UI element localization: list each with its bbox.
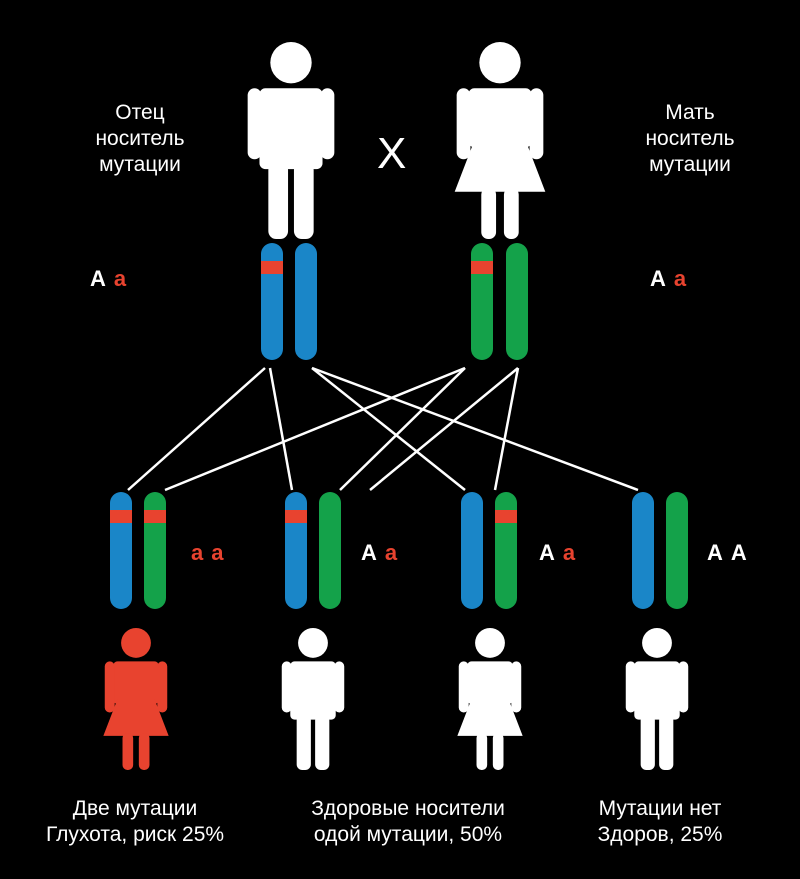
father-chromosome-mutant — [261, 243, 283, 360]
chromosome-arm — [144, 492, 166, 609]
mother-chromosome-normal — [506, 243, 528, 360]
child-1-chromosome-2 — [144, 492, 166, 609]
child-3-allele-2: a — [562, 540, 576, 565]
father-chromosome-normal — [295, 243, 317, 360]
chromosome-arm — [632, 492, 654, 609]
mutation-band — [495, 510, 517, 523]
chromosome-arm — [285, 492, 307, 609]
child-2-chromosome-1 — [285, 492, 307, 609]
inheritance-line — [311, 367, 466, 491]
inheritance-line — [369, 367, 519, 491]
child-2-chromosome-2 — [319, 492, 341, 609]
chromosome-arm — [461, 492, 483, 609]
carrier-outcome-label: Здоровые носители одой мутации, 50% — [311, 797, 505, 846]
chromosome-arm — [295, 243, 317, 360]
female-figure-icon — [454, 42, 546, 239]
mother-allele-2: a — [673, 266, 687, 291]
father-label: Отец носитель мутации — [95, 101, 185, 176]
affected-outcome-label: Две мутации Глухота, риск 25% — [45, 797, 225, 846]
male-figure-icon — [625, 628, 689, 770]
chromosome-arm — [495, 492, 517, 609]
child-1-allele-2: a — [211, 540, 224, 565]
chromosomes — [110, 243, 688, 609]
mutation-band — [261, 261, 283, 274]
male-figure-icon — [281, 628, 345, 770]
child-3-chromosome-1 — [461, 492, 483, 609]
cross-symbol: X — [377, 129, 407, 178]
chromosome-arm — [471, 243, 493, 360]
chromosome-arm — [319, 492, 341, 609]
inheritance-line — [339, 367, 466, 491]
mother-label: Мать носитель мутации — [645, 101, 735, 176]
inheritance-line — [493, 367, 520, 491]
father-allele-1: A — [90, 266, 106, 291]
child-2-allele-2: a — [384, 540, 398, 565]
child-1-allele-1: a — [191, 540, 204, 565]
female-figure-icon — [103, 628, 169, 770]
mother-allele-1: A — [650, 266, 666, 291]
child-1-chromosome-1 — [110, 492, 132, 609]
child-4-chromosome-2 — [666, 492, 688, 609]
child-4-allele-1: A — [707, 540, 723, 565]
figures — [103, 42, 689, 770]
mutation-band — [285, 510, 307, 523]
father-allele-2: a — [113, 266, 127, 291]
chromosome-arm — [666, 492, 688, 609]
child-2-allele-1: A — [361, 540, 377, 565]
chromosome-arm — [261, 243, 283, 360]
inheritance-line — [268, 367, 294, 491]
child-4-chromosome-1 — [632, 492, 654, 609]
inheritance-line — [164, 366, 466, 492]
child-3-allele-1: A — [539, 540, 555, 565]
child-4-allele-2: A — [730, 540, 747, 565]
mutation-band — [110, 510, 132, 523]
inheritance-line — [311, 366, 639, 492]
child-3-chromosome-2 — [495, 492, 517, 609]
female-figure-icon — [457, 628, 523, 770]
inheritance-lines — [127, 366, 639, 492]
mutation-band — [144, 510, 166, 523]
chromosome-arm — [506, 243, 528, 360]
chromosome-arm — [110, 492, 132, 609]
mother-chromosome-mutant — [471, 243, 493, 360]
male-figure-icon — [247, 42, 335, 239]
inheritance-line — [127, 367, 266, 491]
mutation-band — [471, 261, 493, 274]
healthy-outcome-label: Мутации нет Здоров, 25% — [597, 797, 723, 846]
